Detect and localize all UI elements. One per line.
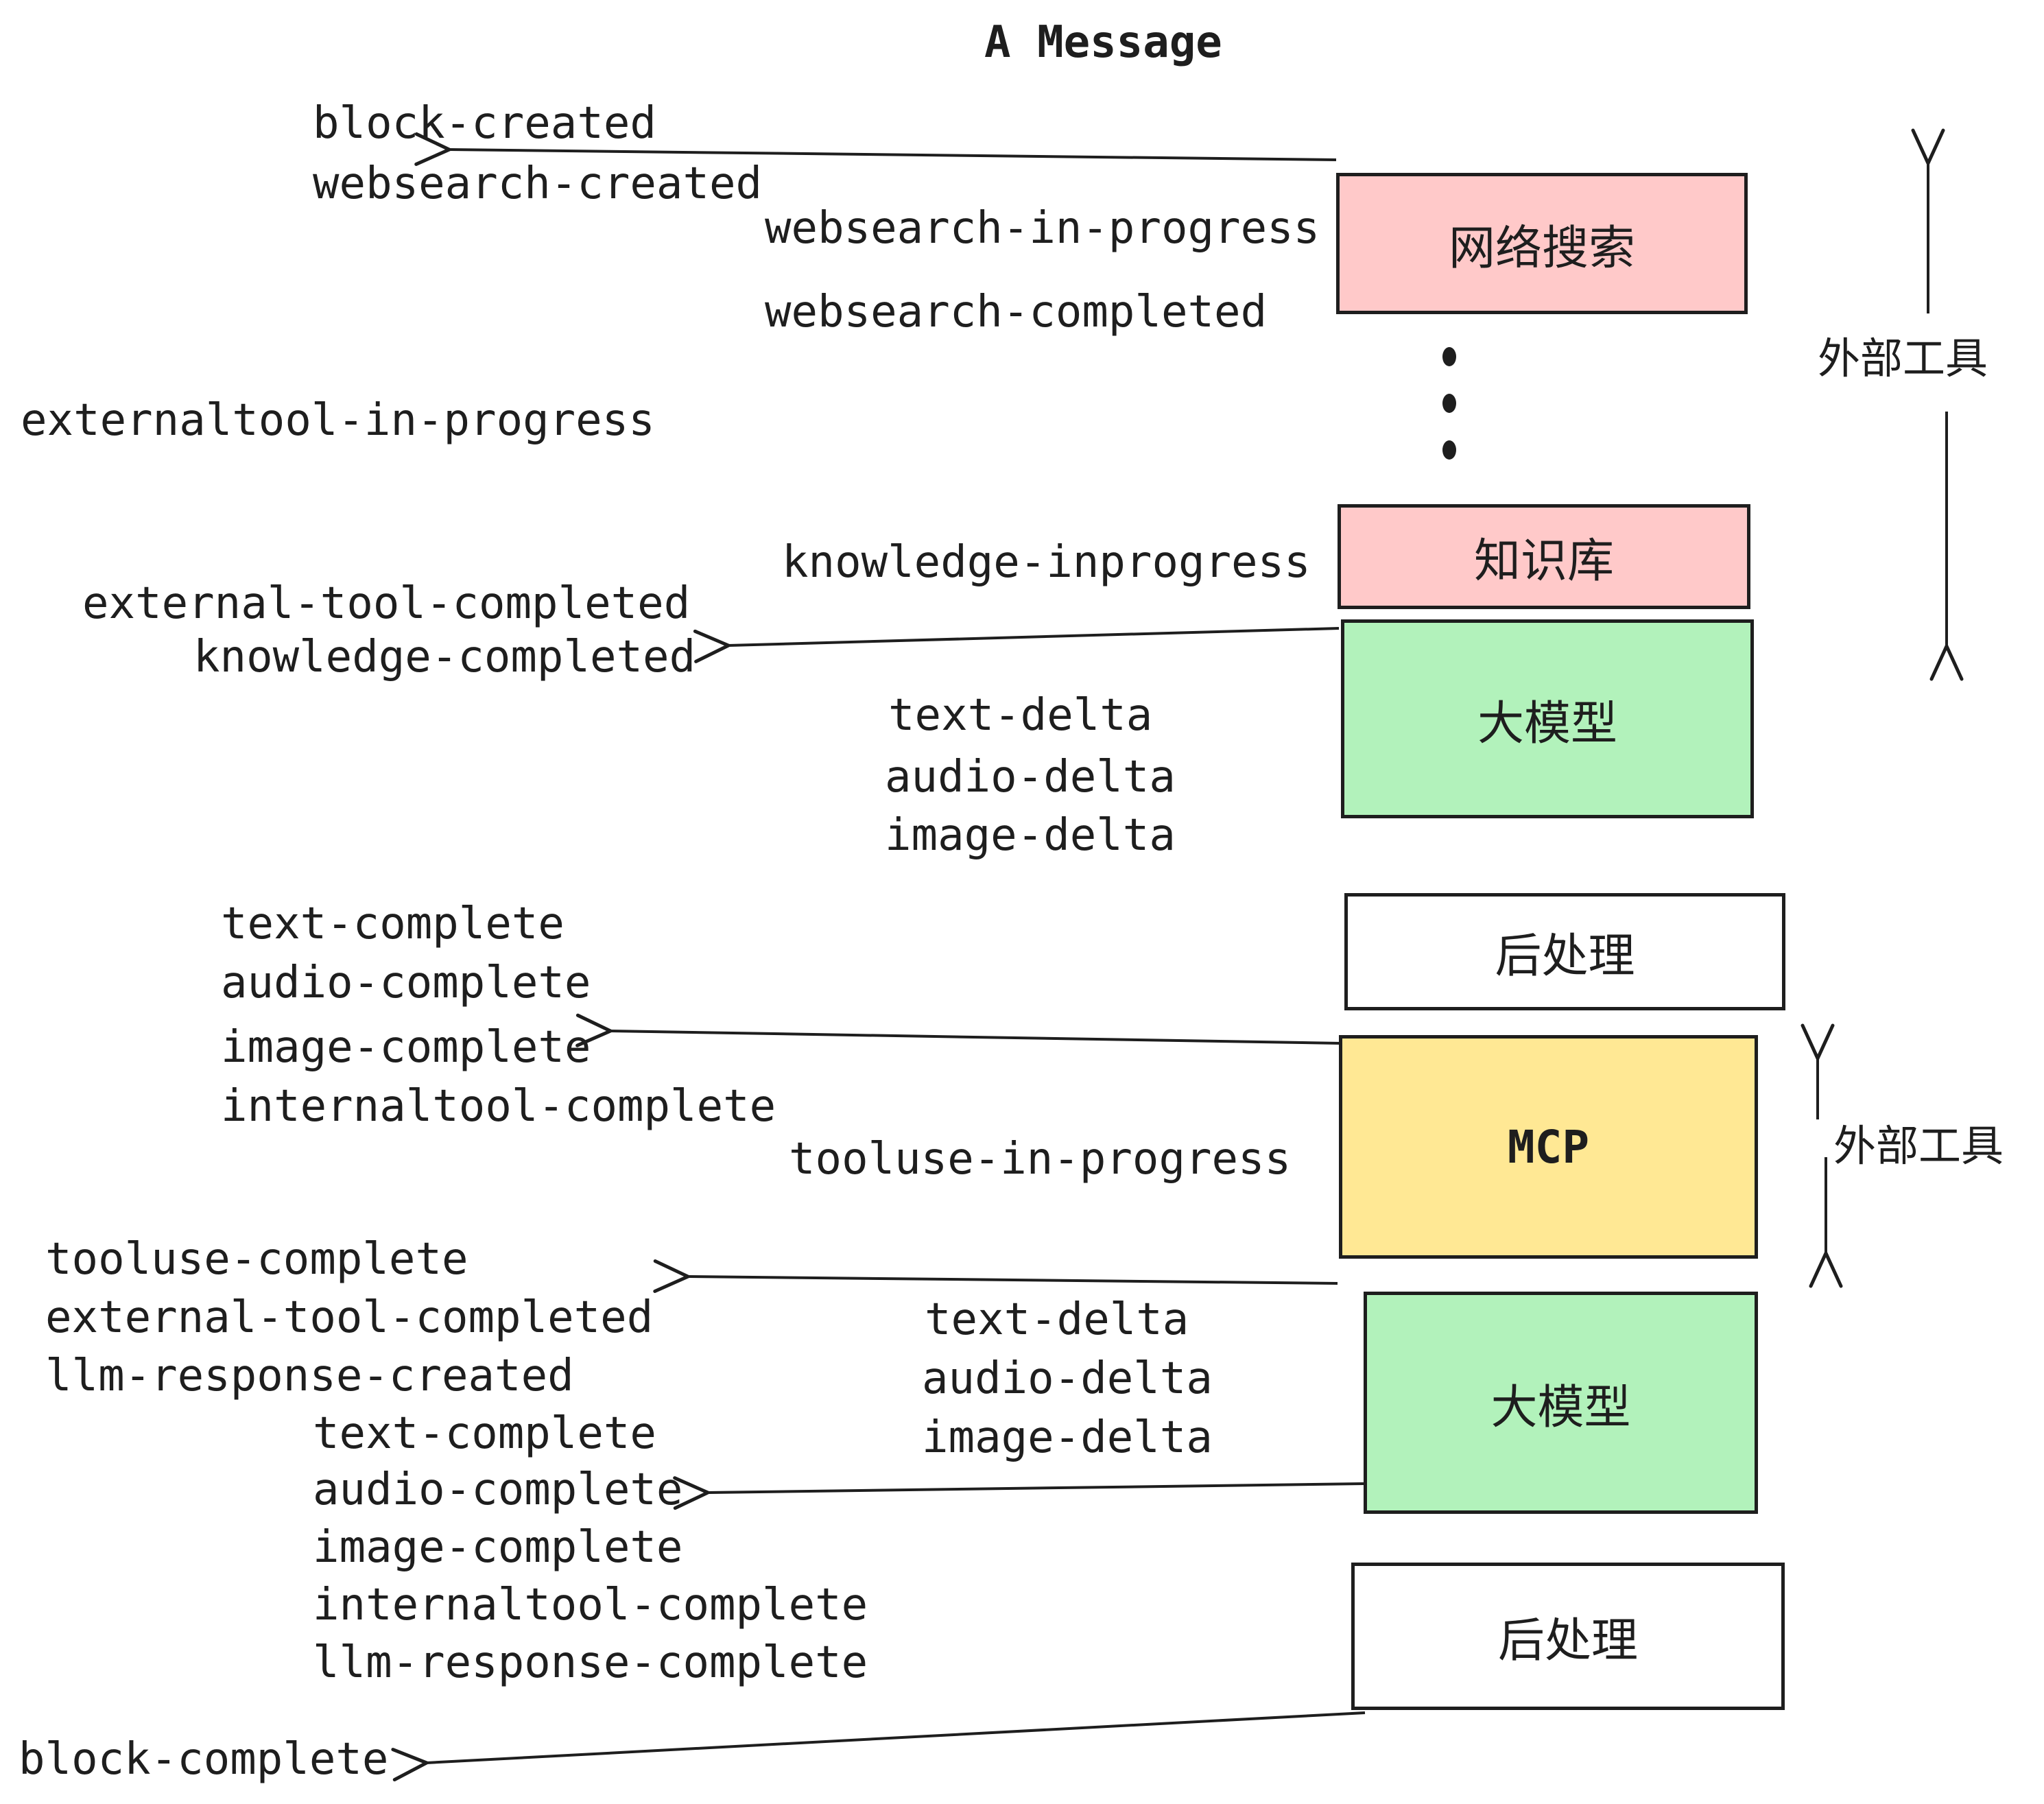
box-llm-2-label: 大模型: [1490, 1380, 1631, 1435]
event-external-tool-completed-2: external-tool-completed: [45, 1292, 654, 1343]
event-websearch-in-progress: websearch-in-progress: [765, 203, 1320, 254]
event-tooluse-in-progress: tooluse-in-progress: [789, 1134, 1292, 1185]
event-audio-complete-1: audio-complete: [221, 958, 591, 1008]
arrow-to-knowledge-completed: [693, 627, 1340, 663]
event-image-delta-2: image-delta: [922, 1412, 1213, 1463]
event-externaltool-in-progress: externaltool-in-progress: [21, 395, 655, 446]
event-websearch-completed: websearch-completed: [765, 287, 1268, 337]
diagram-title: A Message: [984, 17, 1222, 68]
event-text-complete-2: text-complete: [313, 1408, 656, 1459]
event-image-complete-1: image-complete: [221, 1022, 591, 1073]
event-text-delta-2: text-delta: [925, 1294, 1189, 1345]
box-websearch-label: 网络搜索: [1448, 221, 1635, 276]
ellipsis-dot: [1442, 347, 1456, 366]
event-websearch-created: websearch-created: [313, 158, 763, 209]
arrow-to-audio-complete: [673, 1476, 1364, 1510]
event-external-tool-completed-1: external-tool-completed: [82, 578, 691, 629]
box-mcp: MCP: [1339, 1035, 1758, 1259]
event-block-created: block-created: [313, 98, 656, 149]
box-llm-1-label: 大模型: [1477, 696, 1617, 751]
box-knowledge-base: 知识库: [1338, 504, 1750, 609]
event-image-delta-1: image-delta: [885, 810, 1176, 861]
event-knowledge-inprogress: knowledge-inprogress: [782, 537, 1311, 588]
event-block-complete: block-complete: [19, 1734, 389, 1785]
event-image-complete-2: image-complete: [313, 1522, 683, 1573]
arrow-to-block-created: [414, 132, 1337, 166]
box-llm-1: 大模型: [1341, 619, 1754, 818]
ellipsis-dot: [1442, 440, 1456, 460]
box-postprocess-2-label: 后处理: [1497, 1614, 1638, 1668]
event-text-delta-1: text-delta: [888, 690, 1153, 741]
external-tools-label-top: 外部工具: [1818, 333, 1988, 383]
arrow-to-image-complete: [575, 1013, 1342, 1047]
box-mcp-label: MCP: [1507, 1120, 1590, 1174]
event-audio-delta-1: audio-delta: [885, 752, 1176, 803]
ellipsis-dot: [1442, 394, 1456, 413]
event-knowledge-completed: knowledge-completed: [193, 632, 696, 683]
event-tooluse-complete: tooluse-complete: [45, 1234, 468, 1285]
event-internaltool-complete-2: internaltool-complete: [313, 1580, 868, 1630]
event-audio-delta-2: audio-delta: [922, 1353, 1213, 1404]
box-llm-2: 大模型: [1364, 1292, 1758, 1514]
event-audio-complete-2: audio-complete: [313, 1464, 683, 1515]
event-llm-response-created: llm-response-created: [45, 1351, 574, 1401]
box-postprocess-1-label: 后处理: [1495, 929, 1635, 984]
arrow-to-tooluse-complete: [653, 1259, 1338, 1293]
box-websearch: 网络搜索: [1336, 173, 1748, 314]
box-knowledge-base-label: 知识库: [1473, 534, 1614, 589]
event-text-complete-1: text-complete: [221, 899, 565, 949]
arrow-to-block-complete: [391, 1711, 1366, 1782]
box-postprocess-2: 后处理: [1351, 1563, 1785, 1710]
event-llm-response-complete: llm-response-complete: [313, 1637, 868, 1688]
external-tools-label-mid: 外部工具: [1833, 1121, 2004, 1171]
event-internaltool-complete-1: internaltool-complete: [221, 1081, 776, 1132]
box-postprocess-1: 后处理: [1344, 893, 1785, 1010]
